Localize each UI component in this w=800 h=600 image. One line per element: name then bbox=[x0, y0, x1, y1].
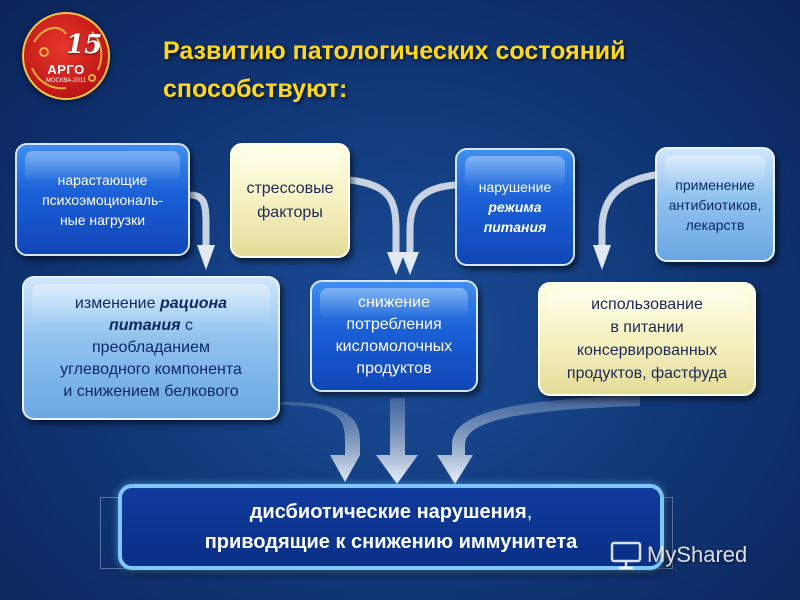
b1-line-3: ные нагрузки bbox=[59, 211, 146, 228]
b5-bold-1: рациона bbox=[159, 295, 228, 312]
b7-line-3: консервированных bbox=[576, 342, 718, 359]
b6-line-4: продуктов bbox=[356, 360, 432, 377]
b2-line-2: факторы bbox=[257, 203, 323, 221]
b5-line-3: преобладанием bbox=[92, 339, 210, 356]
b3-line-2: режима bbox=[488, 199, 542, 215]
result-line-1-text: дисбиотические нарушения bbox=[249, 501, 527, 523]
myshared-watermark: MyShared bbox=[609, 538, 784, 572]
argo-logo: 15 АРГО МОСКВА-2011 bbox=[22, 12, 110, 100]
presentation-icon bbox=[610, 541, 642, 570]
b5-line-4: углеводного компонента bbox=[60, 361, 242, 378]
b6-line-1: снижение bbox=[357, 294, 431, 311]
factor-diet-change: изменение рациона питания с преобладание… bbox=[22, 276, 280, 420]
b5-pre: изменение bbox=[74, 295, 160, 312]
b6-line-2: потребления bbox=[346, 316, 442, 333]
b4-line-2: антибиотиков, bbox=[668, 196, 762, 213]
b1-line-2: психоэмоциональ- bbox=[42, 191, 163, 208]
b5-line-5: и снижением белкового bbox=[63, 383, 239, 400]
b3-line-3: питания bbox=[483, 219, 547, 235]
arrow-right-to-result bbox=[437, 395, 640, 484]
b5-line-2: питания с bbox=[60, 315, 242, 337]
slide-title-line-2: способствуют: bbox=[163, 75, 348, 103]
factor-stress: стрессовые факторы bbox=[230, 143, 350, 258]
logo-name: АРГО bbox=[47, 62, 85, 77]
logo-subtitle: МОСКВА-2011 bbox=[45, 78, 87, 84]
connector-b4-to-b7 bbox=[598, 171, 659, 252]
logo-swirl-icon bbox=[31, 26, 103, 90]
result-dysbiotic-disorders: дисбиотические нарушения, приводящие к с… bbox=[118, 484, 664, 570]
slide-title: Развитию патологических состояний способ… bbox=[163, 32, 763, 108]
factor-psycho-emotional-load: нарастающие психоэмоциональ- ные нагрузк… bbox=[15, 143, 190, 256]
b7-line-2: в питании bbox=[610, 319, 684, 336]
b5-line-1: изменение рациона bbox=[60, 293, 242, 315]
b6-line-3: кисломолочных bbox=[335, 338, 453, 355]
connector-b3-to-b6 bbox=[406, 181, 459, 259]
arrowhead-b6-left bbox=[387, 252, 405, 275]
b4-line-3: лекарств bbox=[685, 216, 745, 233]
slide-title-line-1: Развитию патологических состояний bbox=[163, 37, 626, 65]
b5-post: с bbox=[180, 317, 193, 334]
result-line-2: приводящие к снижению иммунитета bbox=[204, 531, 578, 553]
connector-b1-to-b5 bbox=[186, 191, 210, 252]
b2-line-1: стрессовые bbox=[246, 179, 334, 197]
b5-bold-2: питания bbox=[109, 317, 181, 334]
watermark-text: MyShared bbox=[647, 542, 748, 567]
b7-line-1: использование bbox=[591, 296, 703, 313]
b3-line-1: нарушение bbox=[478, 179, 552, 195]
b4-line-1: применение bbox=[675, 176, 755, 193]
arrow-left-to-result bbox=[280, 402, 360, 482]
arrowhead-b6-right bbox=[401, 252, 419, 275]
b1-line-1: нарастающие bbox=[57, 171, 148, 188]
arrow-mid-to-result bbox=[376, 398, 418, 484]
factor-antibiotics: применение антибиотиков, лекарств bbox=[655, 147, 775, 262]
connector-b2-to-b6 bbox=[346, 176, 400, 259]
factor-less-dairy: снижение потребления кисломолочных проду… bbox=[310, 280, 478, 392]
result-comma: , bbox=[526, 501, 533, 523]
b7-line-4: продуктов, фастфуда bbox=[566, 365, 728, 382]
result-line-1: дисбиотические нарушения, bbox=[205, 497, 578, 527]
logo-number: 15 bbox=[66, 30, 103, 60]
arrowhead-b7 bbox=[593, 245, 611, 270]
factor-eating-regime: нарушение режима питания bbox=[455, 148, 575, 266]
arrowhead-b5 bbox=[197, 245, 215, 270]
factor-preserved-food: использование в питании консервированных… bbox=[538, 282, 756, 396]
